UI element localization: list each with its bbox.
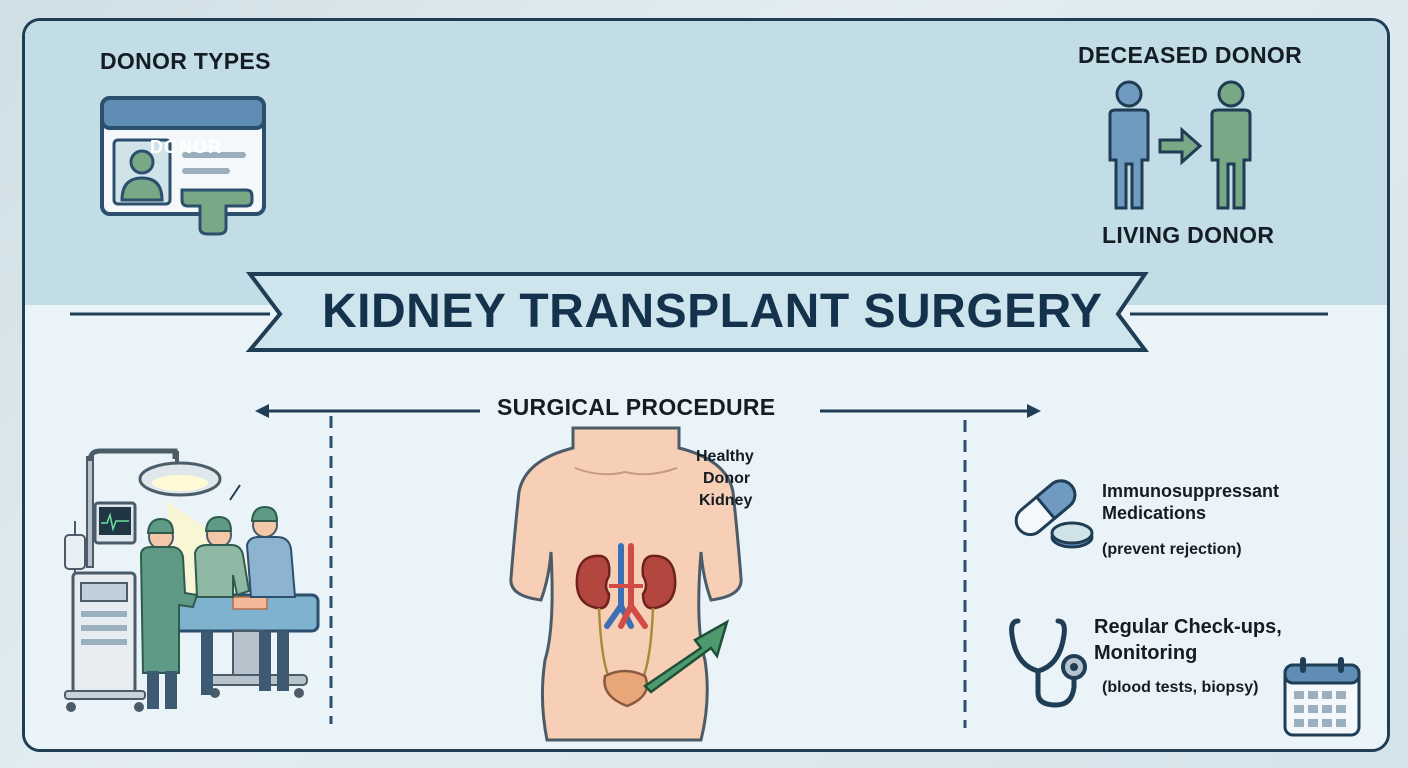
kidney-label-line1: Healthy [696,448,754,465]
calendar-icon [1283,657,1361,737]
surgical-procedure-heading: SURGICAL PROCEDURE [497,394,776,420]
procedure-arrows [255,404,1041,418]
torso-kidney-illustration [509,426,743,742]
meds-note: (prevent rejection) [1102,541,1242,558]
title-ribbon [70,272,1328,352]
checkup-title-line2: Monitoring [1094,642,1198,664]
living-donor-label: LIVING DONOR [1102,222,1275,248]
meds-title-line2: Medications [1102,503,1207,523]
donor-types-heading: DONOR TYPES [100,48,271,74]
kidney-label-line3: Kidney [699,492,753,509]
kidney-label-line2: Donor [703,470,751,487]
checkup-title-line1: Regular Check-ups, [1094,616,1282,638]
meds-title-line1: Immunosuppressant [1102,481,1280,501]
pill-capsule-icon [1014,479,1094,549]
donor-id-card-icon [100,96,266,236]
section-divider-right [963,420,967,728]
stethoscope-icon [1009,618,1087,708]
operating-room-illustration [64,448,320,712]
deceased-donor-label: DECEASED DONOR [1078,42,1303,68]
section-divider-left [329,416,333,724]
checkup-note: (blood tests, biopsy) [1102,679,1259,696]
donor-card-label: DONOR [150,137,222,157]
donor-transfer-icon [1108,80,1252,210]
page-title: KIDNEY TRANSPLANT SURGERY [322,285,1103,338]
